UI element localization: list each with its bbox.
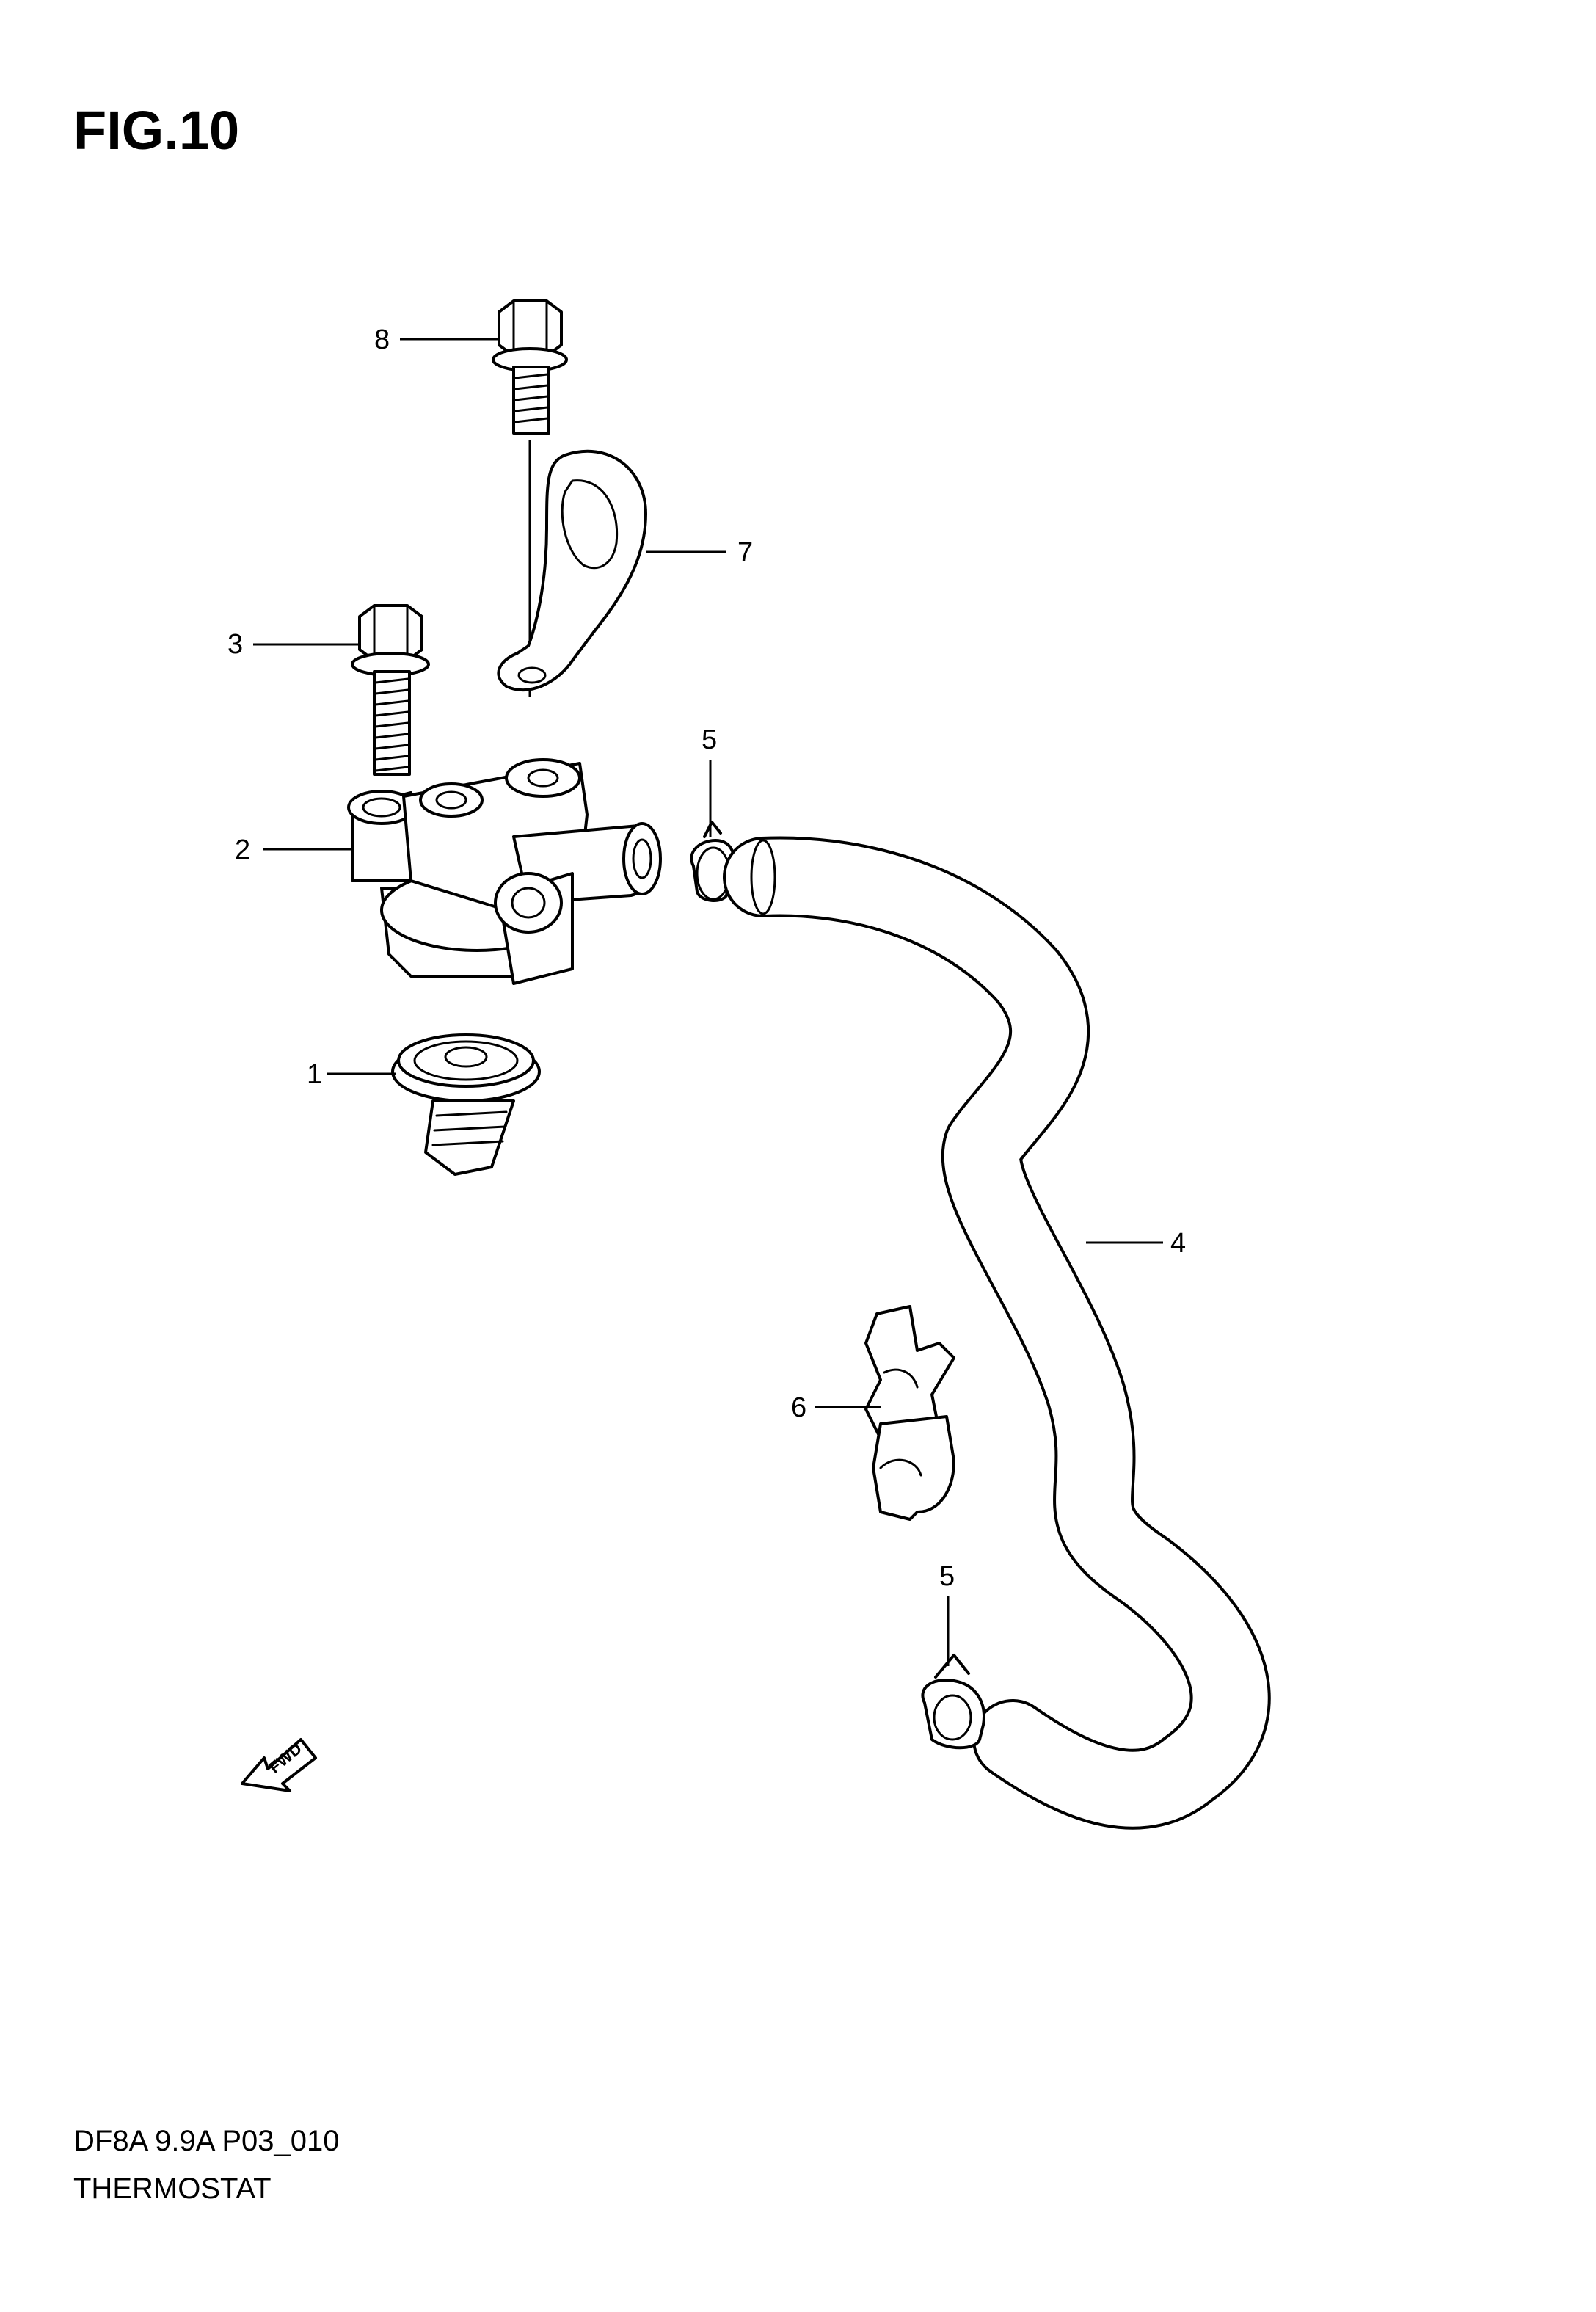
cover-bolt: [351, 604, 430, 776]
fwd-arrow-icon: FWD: [241, 1738, 317, 1792]
thermostat: [391, 1033, 541, 1176]
hose-clamp: [864, 1305, 955, 1521]
callout-6: 6: [791, 1392, 806, 1423]
thermostat-cover: [347, 758, 662, 985]
callout-2: 2: [235, 835, 250, 865]
callout-8: 8: [374, 324, 390, 355]
callout-7: 7: [737, 537, 753, 568]
callout-5-upper: 5: [702, 724, 717, 755]
callout-1: 1: [307, 1059, 322, 1090]
water-hose: [723, 836, 1271, 1830]
bracket: [497, 449, 647, 691]
callout-3: 3: [227, 629, 243, 660]
diagram-name: THERMOSTAT: [73, 2173, 272, 2205]
callout-4: 4: [1170, 1228, 1186, 1259]
figure-title: FIG.10: [73, 100, 240, 161]
hose-clip-lower: [921, 1654, 985, 1750]
diagram-code: DF8A 9.9A P03_010: [73, 2125, 340, 2157]
callout-5-lower: 5: [939, 1561, 955, 1592]
